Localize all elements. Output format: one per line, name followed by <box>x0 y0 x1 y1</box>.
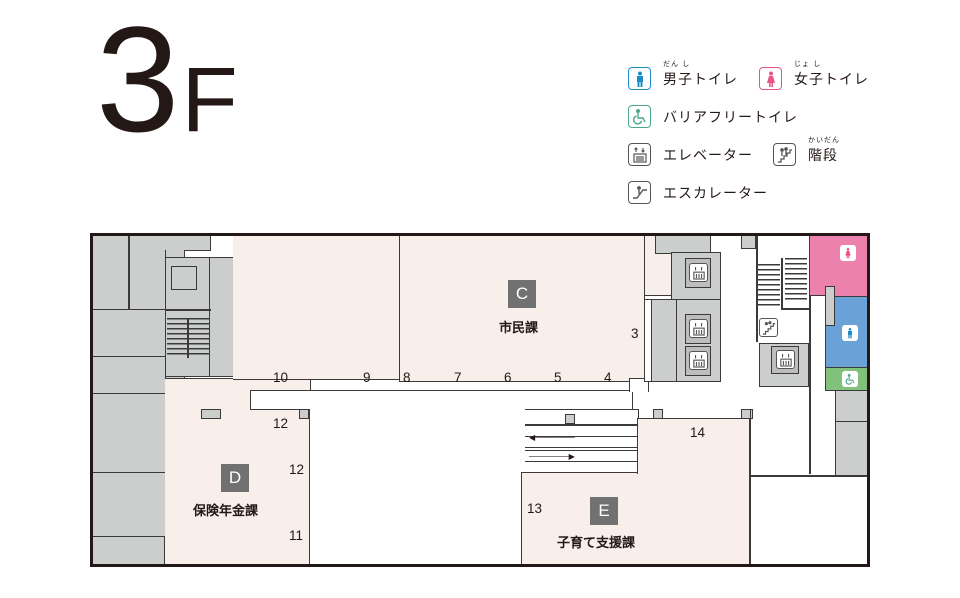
elevator-icon <box>689 351 708 370</box>
legend-escalator: エスカレーター <box>628 181 768 204</box>
pillar <box>741 409 751 419</box>
legend-label: だん し男子トイレ <box>663 59 738 88</box>
legend-label: バリアフリートイレ <box>663 109 798 126</box>
lobby <box>309 409 525 564</box>
legend-female-toilet: じょ し女子トイレ <box>759 59 869 90</box>
accessible-toilet <box>825 367 867 391</box>
service-room <box>129 236 211 251</box>
department-badge-e: E <box>590 497 618 525</box>
counter-number: 5 <box>554 370 562 385</box>
legend-elevator: エレベーター <box>628 143 753 166</box>
service-room <box>93 393 167 473</box>
department-name-d: 保険年金課 <box>193 504 259 519</box>
stairs-icon <box>773 143 796 166</box>
male-toilet-icon <box>842 325 858 341</box>
service-room <box>649 299 677 382</box>
corridor <box>250 390 633 410</box>
stairs <box>758 264 780 308</box>
office-upper-left <box>233 236 401 380</box>
service-room <box>93 536 165 564</box>
counter-number: 10 <box>273 370 289 385</box>
pillar <box>201 409 221 419</box>
service-room <box>825 286 835 326</box>
counter-number: 12 <box>273 416 289 431</box>
floor-unit: F <box>181 49 238 151</box>
female-toilet-icon <box>840 245 856 261</box>
elevator-icon <box>776 350 795 369</box>
elevator-icon <box>689 319 708 338</box>
department-badge-c: C <box>508 280 536 308</box>
counter-number: 7 <box>454 370 462 385</box>
floor-number: 3 <box>96 0 179 163</box>
legend-label: じょ し女子トイレ <box>794 59 869 88</box>
legend-accessible-toilet: バリアフリートイレ <box>628 105 798 128</box>
service-room <box>93 309 167 357</box>
male-toilet-icon <box>628 67 651 90</box>
stairs <box>785 258 807 300</box>
elevator-icon <box>689 263 708 282</box>
department-name-e: 子育て支援課 <box>557 536 636 551</box>
service-room <box>835 421 867 477</box>
department-badge-d: D <box>221 464 249 492</box>
legend-stairs: かいだん階段 <box>773 135 840 166</box>
counter-number: 8 <box>403 370 411 385</box>
legend-male-toilet: だん し男子トイレ <box>628 59 738 90</box>
office-e-upper <box>637 418 751 474</box>
floor-title: 3F <box>96 4 238 154</box>
office-c <box>399 236 645 382</box>
accessible-toilet-icon <box>842 371 858 387</box>
service-room <box>93 472 167 540</box>
counter-number: 13 <box>527 501 543 516</box>
legend-label: かいだん階段 <box>808 135 840 164</box>
department-name-c: 市民課 <box>499 321 539 336</box>
service-room <box>93 236 129 310</box>
female-toilet-icon <box>759 67 782 90</box>
service-room <box>835 390 867 422</box>
service-room <box>93 356 167 394</box>
escalator-icon <box>628 181 651 204</box>
accessible-toilet-icon <box>628 105 651 128</box>
corridor-gray <box>129 250 167 310</box>
elevator-icon <box>628 143 651 166</box>
legend-label: エレベーター <box>663 147 753 164</box>
counter-number: 11 <box>289 528 304 543</box>
legend-label: エスカレーター <box>663 185 768 202</box>
counter-number: 9 <box>363 370 371 385</box>
service-room <box>209 257 235 377</box>
floor-plan: ◀─────── ───────▶ <box>90 233 870 567</box>
counter-number: 14 <box>690 425 706 440</box>
pillar <box>653 409 663 419</box>
pillar <box>299 409 309 419</box>
counter-number: 12 <box>289 462 305 477</box>
office-e <box>521 472 751 564</box>
service-room <box>655 236 711 254</box>
pillar <box>741 236 756 249</box>
pillar <box>565 414 575 424</box>
counter-number: 3 <box>631 326 639 341</box>
stairs-icon <box>759 318 778 337</box>
elevator-shaft <box>171 266 197 290</box>
counter-number: 6 <box>504 370 512 385</box>
counter-number: 4 <box>604 370 612 385</box>
